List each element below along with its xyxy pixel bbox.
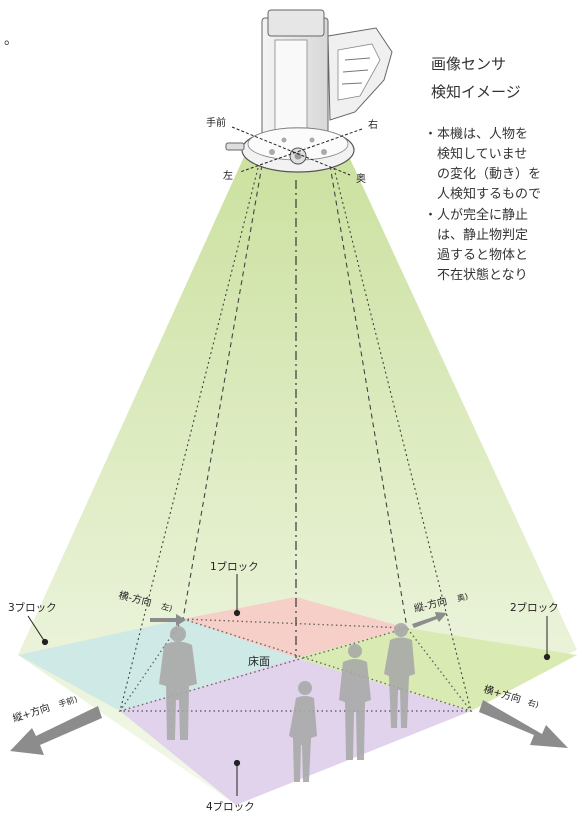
title-line-1: 画像センサ — [431, 55, 506, 73]
direction-label: 縦+方向 — [11, 701, 52, 725]
guide-lines — [119, 164, 472, 712]
title-line-2: 検知イメージ — [431, 83, 521, 101]
label-front: 手前 — [206, 116, 226, 129]
note-line: の変化（動き）を — [437, 166, 541, 182]
people-silhouettes — [159, 623, 415, 782]
label-back: 奥 — [356, 172, 366, 185]
note-line: ・人が完全に静止 — [424, 207, 528, 223]
note-line: 不在状態となり — [437, 267, 528, 283]
person-silhouette — [289, 681, 317, 782]
label-left: 左 — [223, 169, 233, 182]
direction-sub-label: 奥) — [456, 591, 469, 603]
block-label-3: 3ブロック — [8, 601, 57, 614]
person-silhouette — [159, 626, 197, 740]
direction-arrows — [10, 612, 568, 755]
arrow-icon — [10, 706, 102, 755]
block-label-4: 4ブロック — [206, 800, 255, 813]
direction-sub-label: 右) — [527, 697, 540, 710]
block-callouts — [27, 574, 551, 796]
person-silhouette — [339, 644, 371, 760]
direction-tate-plus: 縦+方向 手前) — [11, 694, 79, 725]
floor-label: 床面 — [248, 654, 270, 668]
direction-sub-label: 左) — [160, 601, 173, 613]
image-sensor-device — [225, 9, 393, 173]
block-label-1: 1ブロック — [210, 560, 259, 573]
arrow-icon — [150, 614, 186, 626]
label-right: 右 — [368, 118, 378, 131]
note-line: ・本機は、人物を — [424, 127, 528, 142]
note-line: は、静止物判定 — [437, 228, 528, 243]
top-left-mark: 。 — [4, 32, 18, 48]
note-line: 検知していませ — [437, 146, 527, 162]
block-label-2: 2ブロック — [510, 601, 559, 614]
floor-block-3 — [18, 619, 296, 711]
note-line: 過すると物体と — [437, 248, 528, 263]
sensor-direction-lines — [231, 126, 363, 176]
note-line: 人検知するもので — [437, 186, 541, 202]
direction-sub-label: 手前) — [57, 694, 78, 709]
floor-divider-1 — [182, 618, 472, 712]
arrow-icon — [479, 700, 568, 748]
arrow-icon — [412, 612, 447, 628]
floor-block-2 — [296, 628, 577, 711]
person-silhouette — [384, 623, 415, 728]
